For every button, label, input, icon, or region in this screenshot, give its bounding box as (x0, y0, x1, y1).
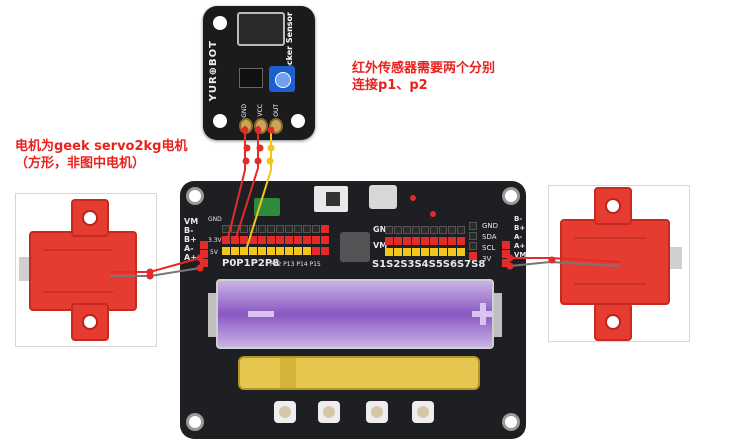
motor-mount-ear (594, 187, 632, 225)
servo-row-1 (385, 226, 466, 235)
label-b-minus-right: B- (514, 215, 523, 223)
label-3v3: 3.3V (208, 237, 222, 244)
pin-marker (548, 256, 556, 264)
right-motor-wire-2 (509, 260, 621, 267)
label-b-plus: B+ (184, 235, 197, 244)
label-sda: SDA (482, 233, 497, 241)
ir-emitter (237, 12, 285, 46)
wire-gnd (227, 126, 246, 239)
label-5v: 5V (210, 249, 218, 256)
indicator-led (410, 195, 416, 201)
pin-marker (267, 144, 275, 152)
motor-rib (43, 291, 113, 293)
minus-icon (248, 311, 274, 317)
tracker-sensor-module: Tracker Sensor YUR⊕BOT GND VCC OUT (203, 6, 315, 140)
motor-note: 电机为geek servo2kg电机（方形，非图中电机） (15, 139, 188, 171)
motor-rib (574, 283, 646, 285)
board-mount-hole (502, 413, 520, 431)
battery-18650 (208, 279, 502, 349)
plus-icon (472, 311, 494, 317)
pin-marker (196, 254, 204, 262)
board-button[interactable] (366, 401, 388, 423)
label-vm-right: VM (514, 251, 527, 259)
servo-label-s1-s8: S1S2S3S4S5S6S7S8 (372, 259, 486, 270)
mount-hole (213, 16, 227, 30)
battery-terminal (208, 293, 216, 337)
board-mount-hole (186, 413, 204, 431)
mount-hole (213, 114, 227, 128)
motor-rib (574, 237, 646, 239)
indicator-led (430, 211, 436, 217)
board-button[interactable] (274, 401, 296, 423)
motor-rib (43, 249, 113, 251)
motor-shaft (666, 247, 682, 269)
mount-hole (291, 114, 305, 128)
left-motor-pin-labels: VM B- B+ A- A+ (184, 217, 198, 262)
pin-marker (256, 144, 264, 152)
gpio-label-p12-p15: P12 P13 P14 P15 (270, 261, 321, 268)
label-a-minus-right: A- (514, 233, 523, 241)
pin-marker (146, 272, 154, 280)
right-motor-pin-labels: B- B+ A- A+ VM (514, 215, 526, 260)
pin-marker (506, 254, 514, 262)
usb-port (369, 185, 397, 209)
motor-mount-ear (71, 199, 109, 237)
potentiometer (269, 66, 295, 92)
board-mount-hole (186, 187, 204, 205)
right-motor-wire-1 (510, 257, 621, 263)
board-button[interactable] (412, 401, 434, 423)
label-vm-servo: VM (373, 241, 388, 250)
robot-controller-board: VM B- B+ A- A+ GND 3.3V 5V P0P1P2P8 P12 … (180, 181, 526, 439)
i2c-header (469, 222, 478, 266)
pin-marker (243, 144, 251, 152)
i2c-pin-labels: GND SDA SCL 3V (482, 221, 498, 265)
label-a-plus-right: A+ (514, 242, 526, 250)
label-a-plus: A+ (184, 253, 197, 262)
pin (200, 259, 208, 267)
label-vm: VM (184, 217, 199, 226)
motor-mount-ear (71, 303, 109, 341)
wire-vcc (235, 126, 259, 239)
label-gnd: GND (373, 225, 393, 234)
sensor-note: 红外传感器需要两个分别连接p1、p2 (352, 61, 496, 93)
pin-marker (506, 262, 514, 270)
left-motor-header (200, 241, 209, 268)
label-3v: 3V (482, 255, 492, 263)
wire-out (245, 126, 272, 251)
pin-marker (254, 157, 262, 165)
pin-marker (196, 264, 204, 272)
label-b-minus: B- (184, 226, 194, 235)
motor-mount-ear (594, 303, 632, 341)
pin-marker (254, 126, 262, 134)
battery-terminal (494, 293, 502, 337)
label-scl: SCL (482, 244, 496, 252)
gpio-row-2 (222, 236, 330, 245)
microbit-slot (238, 356, 480, 390)
pin-marker (266, 157, 274, 165)
board-button[interactable] (318, 401, 340, 423)
label-gnd-small: GND (208, 216, 222, 223)
pin (200, 241, 208, 249)
label-gnd-i2c: GND (482, 222, 499, 230)
pin-marker (267, 126, 275, 134)
motor-driver-chip (340, 232, 370, 262)
gpio-row-3 (222, 247, 330, 256)
pin-marker (242, 157, 250, 165)
pin-marker (241, 126, 249, 134)
servo-row-2 (385, 237, 466, 246)
power-switch[interactable] (314, 186, 348, 212)
comparator-chip (239, 68, 263, 88)
label-b-plus-right: B+ (514, 224, 526, 232)
label-a-minus: A- (184, 244, 194, 253)
servo-row-3 (385, 248, 466, 257)
pin (200, 250, 208, 258)
gpio-label-p0-p8: P0P1P2P8 (222, 258, 280, 269)
board-mount-hole (502, 187, 520, 205)
right-motor-header (502, 241, 511, 268)
